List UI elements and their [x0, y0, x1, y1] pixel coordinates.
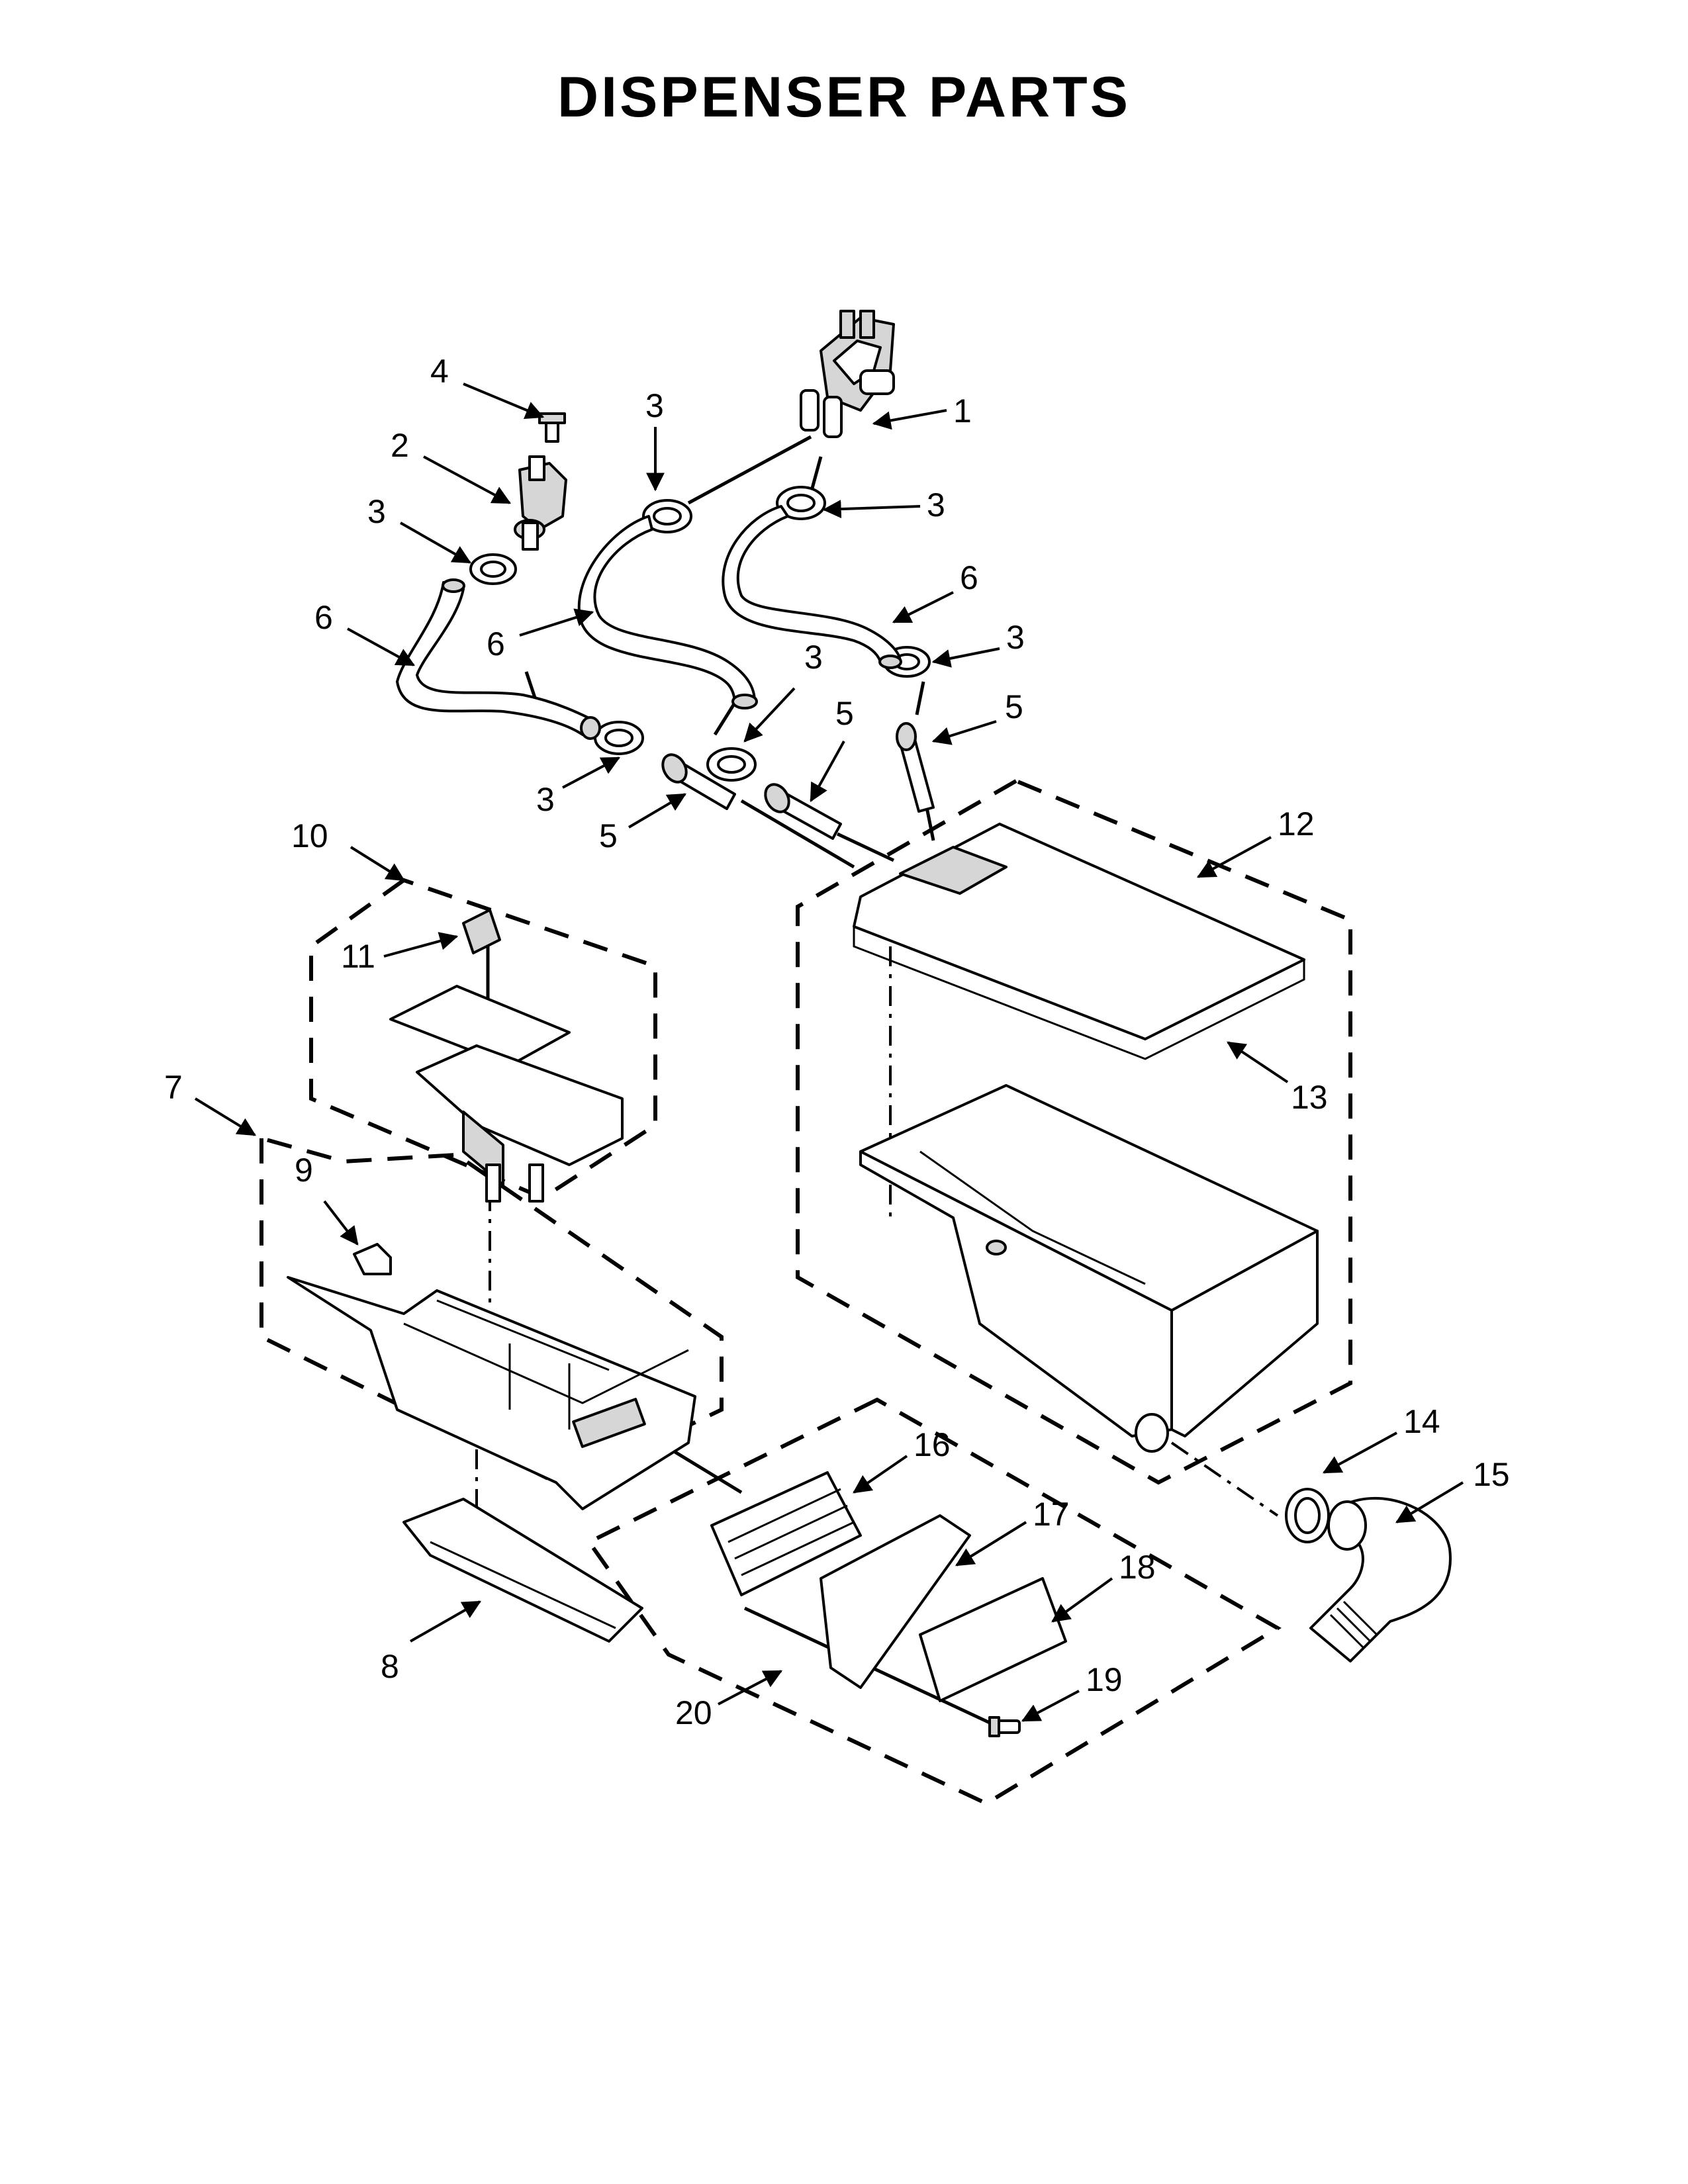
leader-9 — [323, 1200, 359, 1246]
callout-5: 5 — [1005, 688, 1023, 725]
callout-3: 3 — [536, 781, 555, 818]
assembly-line — [915, 681, 925, 715]
leader-4 — [463, 383, 545, 420]
leader-14 — [1322, 1432, 1397, 1474]
callout-8: 8 — [381, 1648, 399, 1685]
leader-13 — [1227, 1041, 1289, 1083]
vent-grille-part — [710, 1471, 862, 1596]
alignment-line — [1170, 1441, 1279, 1517]
vent-plate-part — [919, 1577, 1067, 1702]
inlet-tube-icon — [764, 783, 842, 840]
callout-3: 3 — [367, 493, 386, 530]
leader-18 — [1051, 1577, 1113, 1623]
hose-clamp-icon — [642, 499, 692, 533]
callout-4: 4 — [430, 353, 449, 390]
leader-20 — [718, 1670, 783, 1706]
hose-clamp-icon — [594, 721, 644, 755]
dispenser-cover-part — [853, 823, 1305, 1060]
assembly-boundary-12 — [796, 778, 1352, 1485]
dispenser-insert-part — [389, 985, 624, 1203]
callout-3: 3 — [927, 486, 945, 523]
callout-20: 20 — [675, 1694, 712, 1731]
assembly-boundary-7 — [259, 1136, 724, 1488]
leader-3a — [400, 522, 472, 564]
leader-7 — [194, 1097, 256, 1136]
callout-3: 3 — [1006, 619, 1025, 656]
assembly-line — [836, 832, 895, 862]
hose-clamp-icon — [706, 747, 757, 782]
hose-clamp-icon — [1285, 1488, 1330, 1543]
dispenser-housing-part — [859, 1084, 1319, 1453]
callout-3: 3 — [645, 387, 664, 424]
callout-13: 13 — [1291, 1079, 1328, 1116]
leader-12 — [1196, 836, 1272, 878]
leader-6b — [519, 608, 594, 637]
dispenser-cap-part — [462, 909, 501, 954]
leader-3e — [562, 756, 621, 789]
assembly-line — [664, 1444, 743, 1494]
callout-6: 6 — [960, 559, 978, 596]
leader-6c — [892, 591, 954, 623]
callout-6: 6 — [487, 625, 505, 662]
assembly-boundary-20 — [586, 1397, 1282, 1806]
callout-17: 17 — [1033, 1496, 1070, 1533]
vent-gasket-part — [820, 1514, 971, 1689]
leader-3c — [822, 500, 921, 519]
callout-2: 2 — [391, 427, 409, 464]
leader-17 — [955, 1521, 1027, 1567]
drawer-tray-part — [402, 1498, 643, 1643]
callout-12: 12 — [1278, 805, 1315, 842]
callout-5: 5 — [599, 817, 618, 854]
leader-1 — [872, 409, 947, 430]
water-valve-single-icon — [514, 455, 567, 551]
callout-14: 14 — [1403, 1403, 1440, 1440]
leader-19 — [1021, 1690, 1080, 1722]
callout-3: 3 — [804, 639, 823, 676]
leader-5c — [931, 720, 997, 745]
callout-18: 18 — [1119, 1549, 1156, 1586]
screw-icon — [538, 412, 566, 443]
water-valve-dual-icon — [800, 310, 895, 438]
leader-10 — [350, 846, 405, 882]
bellows-hose-part — [1309, 1497, 1452, 1662]
drawer-clip-part — [353, 1243, 392, 1275]
callout-19: 19 — [1086, 1661, 1123, 1698]
leader-11 — [383, 932, 459, 958]
callout-9: 9 — [295, 1152, 313, 1189]
page-title: DISPENSER PARTS — [557, 66, 1131, 129]
inlet-tube-icon — [661, 753, 736, 810]
drawer-housing-part — [287, 1276, 696, 1510]
assembly-line — [809, 456, 823, 494]
assembly-line — [687, 435, 812, 505]
callout-11: 11 — [341, 938, 375, 975]
hose-clamp-icon — [776, 486, 826, 520]
callout-7: 7 — [164, 1069, 183, 1106]
leader-3f — [743, 687, 796, 743]
leader-15 — [1395, 1481, 1464, 1524]
callout-10: 10 — [291, 817, 328, 854]
leader-3d — [931, 647, 1000, 668]
leader-16 — [853, 1455, 908, 1494]
assembly-line — [740, 799, 855, 869]
hose-icon — [396, 578, 601, 740]
callout-5: 5 — [835, 695, 854, 732]
callout-16: 16 — [914, 1426, 951, 1463]
callout-1: 1 — [953, 392, 972, 430]
leader-8 — [410, 1600, 482, 1643]
callout-15: 15 — [1473, 1456, 1510, 1493]
leader-5b — [810, 741, 845, 803]
hose-icon — [577, 515, 758, 709]
leader-5a — [628, 793, 687, 829]
hose-clamp-icon — [469, 553, 517, 585]
callout-6: 6 — [314, 599, 333, 636]
leader-6a — [347, 627, 416, 666]
leader-2 — [423, 455, 512, 504]
hose-icon — [722, 505, 902, 669]
inlet-tube-icon — [896, 722, 935, 813]
assembly-line — [925, 807, 935, 841]
screw-icon — [988, 1716, 1021, 1737]
